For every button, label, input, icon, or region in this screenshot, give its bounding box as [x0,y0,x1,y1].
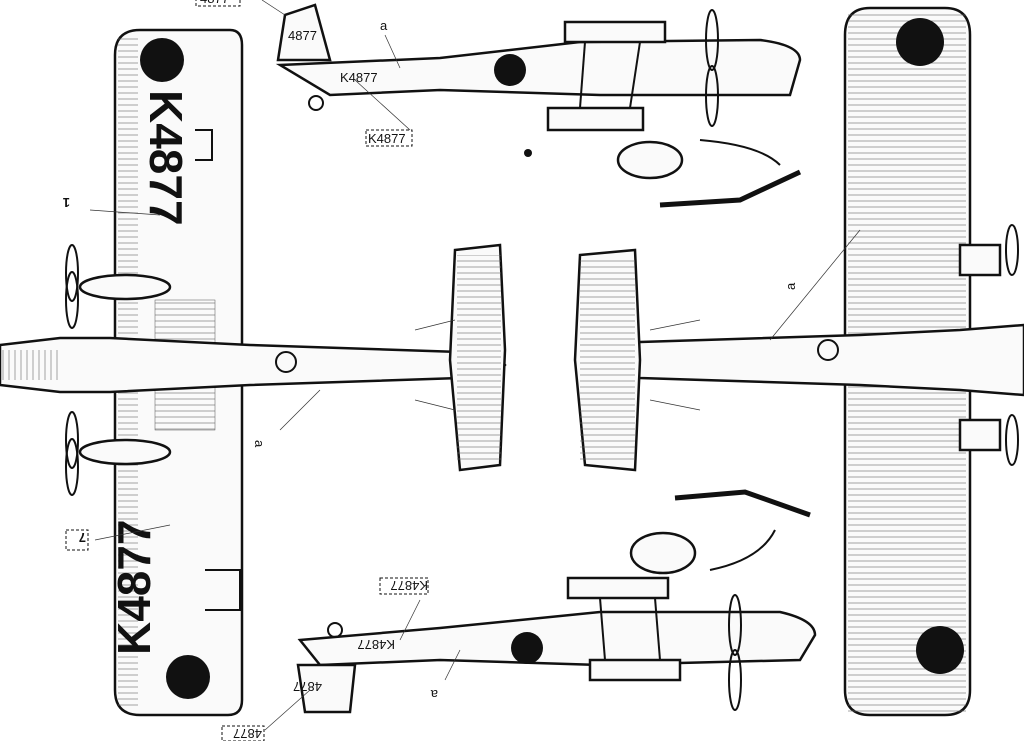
tailwheel [308,95,324,111]
tail-number-lower: 4877 [293,679,322,694]
fuselage-underside [598,323,1024,397]
roundel-top [140,38,184,82]
label-a-underside: a [783,282,798,290]
label-a-side: a [380,18,388,33]
engine-nacelle-1 [78,273,172,301]
fuselage-side [275,38,802,97]
tail-callout-upper: 4877 [200,0,229,6]
label-a-top: a [252,440,267,448]
propeller-1 [65,244,79,302]
registration-callout-lower: K4877 [390,578,428,593]
lower-wing-side [546,106,645,132]
underside-view: a [573,6,1024,717]
fuselage-code-upper: K4877 [340,70,378,85]
engine-nacelle-2 [78,438,172,466]
detail-strip-upper [659,169,802,208]
fuselage-code-lower: K4877 [357,637,395,652]
wing-registration-upper: K4877 [140,90,192,226]
roundel-bottom [166,655,210,699]
upper-wing-side [563,20,667,44]
propeller-2 [65,411,79,469]
registration-callout-upper: K4877 [368,131,406,146]
detail-gun-ring-upper [616,140,684,180]
label-a-side-starboard: a [430,687,438,702]
detail-gun-ring-lower [629,531,697,575]
fuselage-plan [0,336,507,394]
roundel-underside-bottom [916,626,964,674]
wing-registration-lower: K4877 [108,519,160,655]
fin-side [276,3,332,62]
top-view: K4877 K4877 a 1 7 [0,28,507,717]
tail-callout-lower: 4877 [233,726,262,741]
tail-number-upper: 4877 [288,28,317,43]
roundel-fuselage-side [494,54,526,86]
side-view-port: 4877 K4877 a K4877 [275,3,802,208]
detail-strip-lower [674,489,811,518]
roundel-underside-top [896,18,944,66]
engine-underside-2 [958,418,1002,452]
inset-label-7: 7 [79,530,86,545]
inset-label-1: 1 [63,195,70,210]
roundel-fuselage-starboard [511,632,543,664]
engine-underside-1 [958,243,1002,277]
side-view-starboard: 4877 K4877 a K4877 4877 [221,489,817,741]
